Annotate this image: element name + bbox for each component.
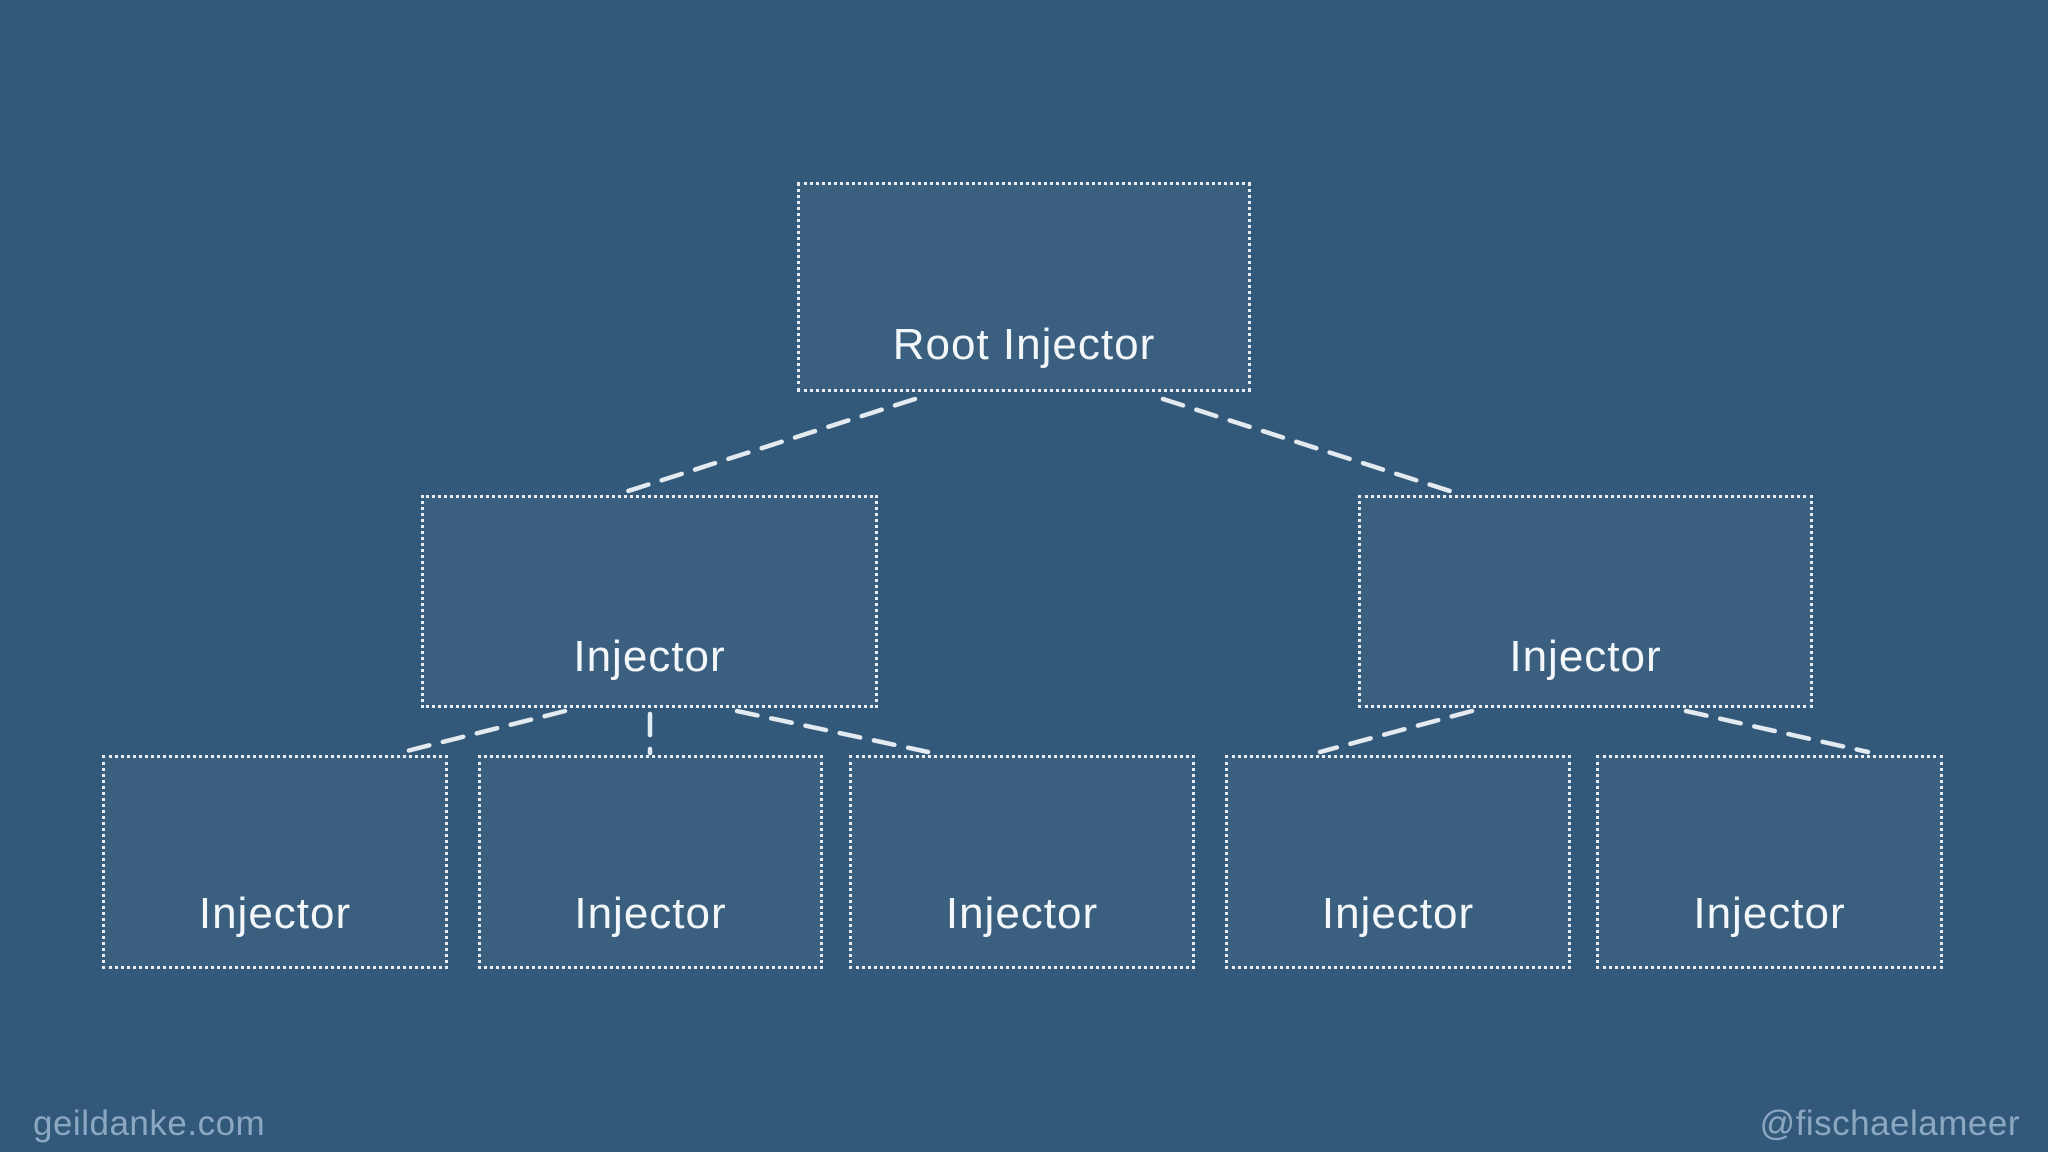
footer-twitter-handle: @fischaelameer xyxy=(1759,1104,2020,1143)
edge-root-to-right-injector xyxy=(1160,396,1459,496)
node-injector-child-1: Injector xyxy=(102,755,448,969)
node-injector-child-3-label: Injector xyxy=(945,888,1099,938)
edge-right-to-child-4 xyxy=(1317,708,1475,755)
footer-website: geildanke.com xyxy=(33,1104,266,1143)
node-injector-child-3: Injector xyxy=(849,755,1195,969)
node-injector-right-label: Injector xyxy=(1509,631,1662,681)
node-injector-child-2: Injector xyxy=(478,755,823,969)
edge-right-to-child-5 xyxy=(1683,708,1871,755)
node-injector-right: Injector xyxy=(1358,495,1813,708)
node-injector-left: Injector xyxy=(421,495,878,708)
node-injector-child-4: Injector xyxy=(1225,755,1571,969)
node-root-injector: Root Injector xyxy=(797,182,1251,392)
edge-root-to-left-injector xyxy=(619,396,918,496)
edge-left-to-child-1 xyxy=(400,708,568,755)
node-injector-child-2-label: Injector xyxy=(574,888,727,938)
node-injector-child-4-label: Injector xyxy=(1321,888,1475,938)
node-injector-child-5-label: Injector xyxy=(1693,888,1846,938)
edge-left-to-child-3 xyxy=(734,708,931,755)
node-injector-left-label: Injector xyxy=(573,631,726,681)
node-root-injector-label: Root Injector xyxy=(892,319,1156,369)
node-injector-child-1-label: Injector xyxy=(198,888,352,938)
node-injector-child-5: Injector xyxy=(1596,755,1943,969)
